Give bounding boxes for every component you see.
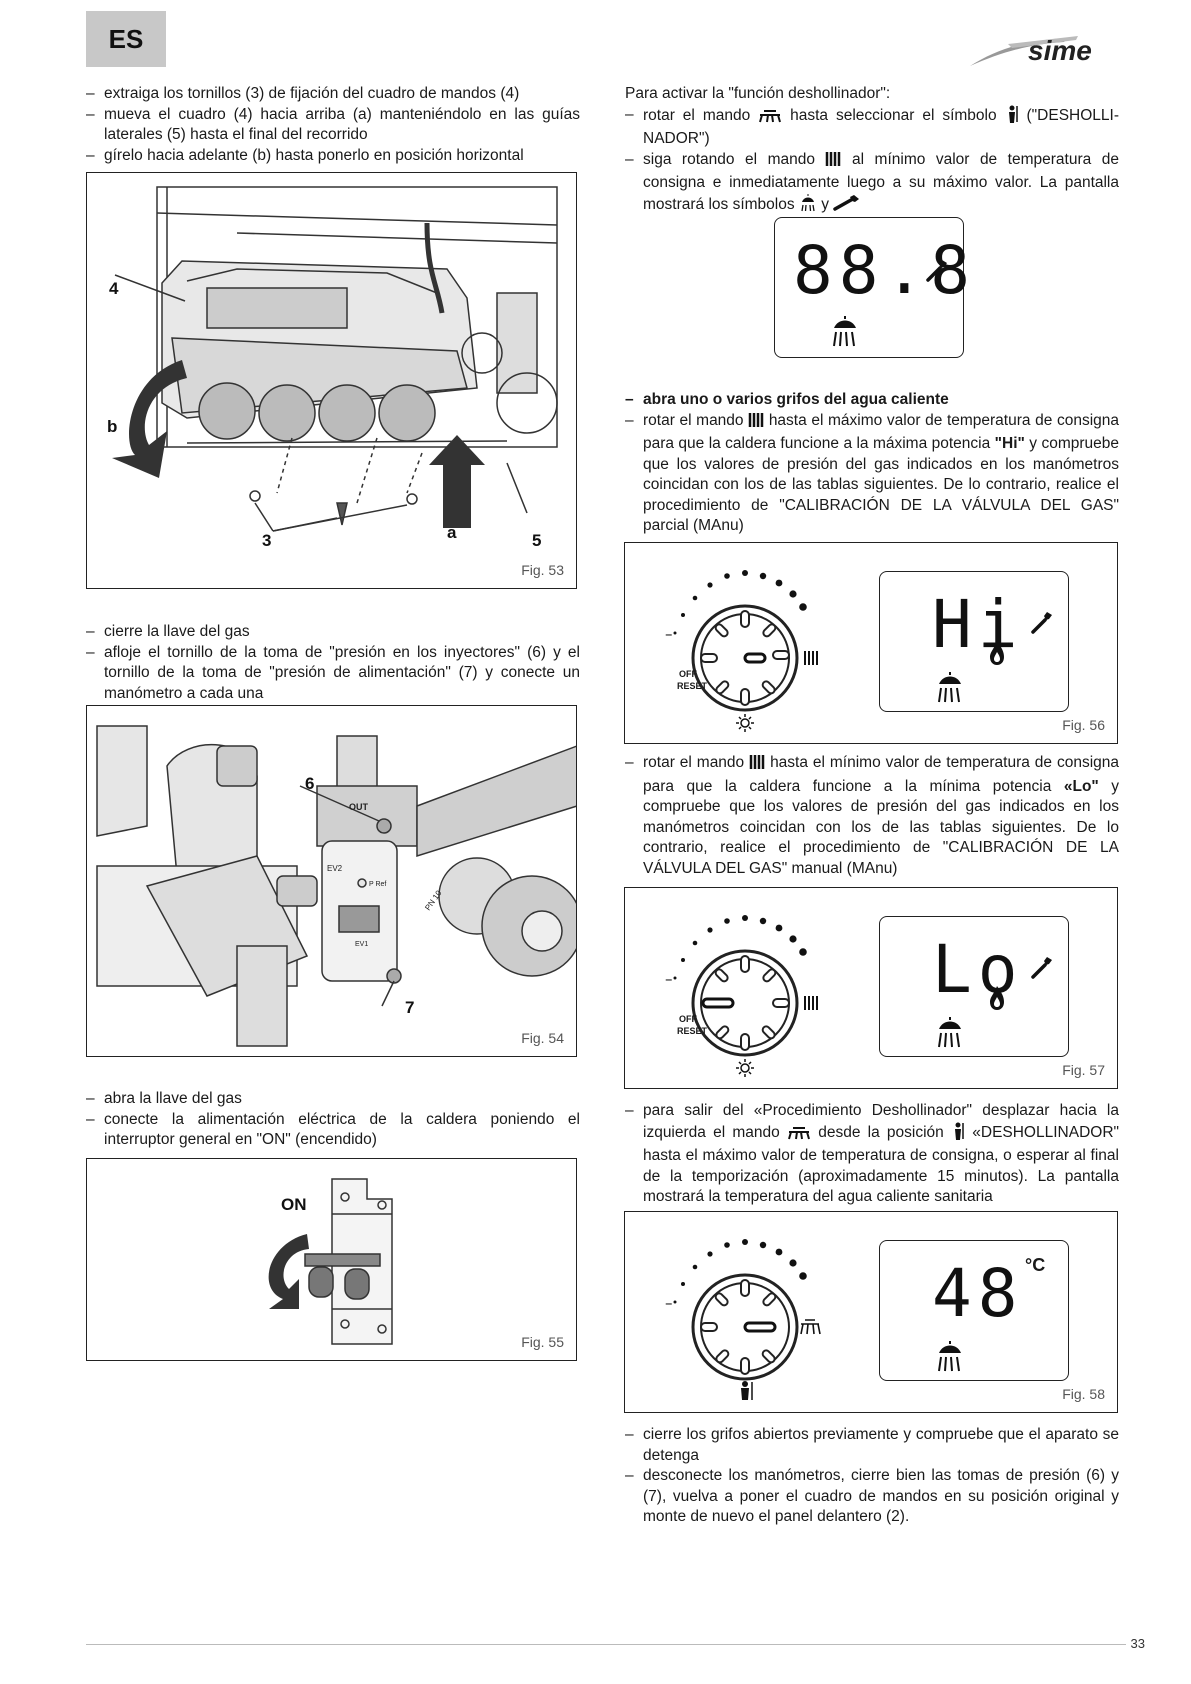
language-tab: ES	[86, 11, 166, 67]
ev2-marking: EV2	[327, 864, 343, 873]
lcd-digits: Hi	[932, 586, 1024, 663]
off-label: OFF	[679, 1014, 697, 1024]
callout-4: 4	[109, 279, 119, 298]
callout-7: 7	[405, 998, 415, 1017]
callout-6: 6	[305, 774, 315, 793]
figure-caption: Fig. 56	[1062, 717, 1105, 733]
callout-3: 3	[262, 531, 272, 550]
list-item: gírelo hacia adelante (b) hasta ponerlo …	[86, 146, 580, 167]
sime-logo: sime	[968, 30, 1118, 70]
chimney-sweep-icon	[1005, 105, 1019, 130]
radiator-icon	[825, 151, 841, 174]
page-number: 33	[1130, 1636, 1145, 1651]
right-block-2: abra uno o varios grifos del agua calien…	[625, 390, 1119, 537]
list-item: cierre los grifos abiertos previamente y…	[625, 1425, 1119, 1466]
list-item: rotar el mando hasta el mínimo valor de …	[625, 753, 1119, 879]
off-label: OFF	[679, 669, 697, 679]
shower-icon	[938, 672, 961, 703]
figure-58: – 48 °C Fig. 58	[624, 1211, 1118, 1413]
callout-5: 5	[532, 531, 542, 550]
flame-icon	[990, 986, 1004, 1010]
main-switch-illustration	[268, 1178, 393, 1345]
list-item: cierre la llave del gas	[86, 622, 580, 643]
min-marker: –	[665, 625, 673, 643]
temperature-knob-max	[673, 570, 818, 732]
list-item: conecte la alimentación eléctrica de la …	[86, 1110, 580, 1151]
shower-icon	[938, 1017, 961, 1048]
figure-55: ON Fig. 55	[86, 1158, 577, 1361]
lcd-digits: 48	[932, 1255, 1024, 1332]
figure-57: – OFF RESET Lo Fig. 57	[624, 887, 1118, 1089]
figure-54: OUT EV2 P Ref EV1 PN 10 6 7 Fig. 54	[86, 705, 577, 1057]
shower-icon	[938, 1341, 961, 1372]
figure-56: – OFF RESET Hi Fig. 56	[624, 542, 1118, 744]
list-item: afloje el tornillo de la toma de "presió…	[86, 643, 580, 705]
control-panel-illustration	[112, 186, 558, 532]
list-item: mueva el cuadro (4) hacia arriba (a) man…	[86, 105, 580, 146]
right-block-5: cierre los grifos abiertos previamente y…	[625, 1425, 1119, 1528]
right-block-1: Para activar la "función deshollinador":…	[625, 84, 1119, 218]
pref-marking: P Ref	[369, 881, 386, 888]
right-block-4: para salir del «Procedimiento Deshollina…	[625, 1101, 1119, 1208]
out-marking: OUT	[349, 802, 369, 812]
list-item: extraiga los tornillos (3) de fijación d…	[86, 84, 580, 105]
list-item: desconecte los manómetros, cierre bien l…	[625, 1466, 1119, 1528]
figure-caption: Fig. 58	[1062, 1386, 1105, 1402]
wrench-icon	[1031, 957, 1052, 979]
radiator-icon	[749, 754, 765, 777]
temperature-knob-min	[673, 915, 818, 1077]
lcd-digits: Lo	[932, 931, 1024, 1008]
list-item: para salir del «Procedimiento Deshollina…	[625, 1101, 1119, 1208]
figure-caption: Fig. 53	[521, 562, 564, 578]
min-marker: –	[665, 970, 673, 988]
lcd-display-hi: Hi	[879, 571, 1069, 712]
lcd-display-1: 88.8	[774, 217, 970, 358]
reset-label: RESET	[677, 681, 708, 691]
list-item: abra uno o varios grifos del agua calien…	[625, 390, 1119, 411]
figure-caption: Fig. 54	[521, 1030, 564, 1046]
list-item: rotar el mando hasta el máximo valor de …	[625, 411, 1119, 537]
lcd-digits: 88.8	[793, 232, 976, 309]
gas-valve-illustration: OUT EV2 P Ref EV1 PN 10	[96, 725, 576, 1047]
on-label: ON	[281, 1195, 307, 1214]
lcd-display-lo: Lo	[879, 916, 1069, 1057]
list-item: siga rotando el mando al mínimo valor de…	[625, 150, 1119, 219]
figure-caption: Fig. 57	[1062, 1062, 1105, 1078]
brand-text: sime	[1028, 35, 1092, 66]
wrench-icon	[833, 194, 861, 219]
tap-knob-icon	[787, 1124, 811, 1147]
left-block-3: abra la llave del gas conecte la aliment…	[86, 1089, 580, 1151]
figure-caption: Fig. 55	[521, 1334, 564, 1350]
chimney-sweep-icon	[951, 1122, 965, 1147]
shower-icon	[799, 193, 817, 219]
intro-text: Para activar la "función deshollinador":	[625, 85, 891, 102]
temperature-unit: °C	[1025, 1255, 1046, 1275]
min-marker: –	[665, 1294, 673, 1312]
right-block-3: rotar el mando hasta el mínimo valor de …	[625, 753, 1119, 879]
callout-a: a	[447, 523, 457, 542]
list-item: rotar el mando hasta seleccionar el símb…	[625, 105, 1119, 150]
footer-divider	[86, 1644, 1126, 1645]
left-block-2: cierre la llave del gas afloje el tornil…	[86, 622, 580, 704]
ev1-marking: EV1	[355, 941, 368, 948]
wrench-icon	[1031, 612, 1052, 634]
tap-knob-icon	[758, 107, 782, 130]
selector-knob-dhw	[673, 1239, 821, 1400]
list-item: abra la llave del gas	[86, 1089, 580, 1110]
flame-icon	[990, 641, 1004, 665]
shower-icon	[833, 316, 856, 347]
wrench-icon	[926, 260, 947, 282]
radiator-icon	[748, 412, 764, 435]
lcd-display-temp: 48 °C	[879, 1240, 1069, 1381]
callout-b: b	[107, 417, 118, 436]
left-block-1: extraiga los tornillos (3) de fijación d…	[86, 84, 580, 166]
reset-label: RESET	[677, 1026, 708, 1036]
figure-53: 4 b 3 a 5 Fig. 53	[86, 172, 577, 589]
